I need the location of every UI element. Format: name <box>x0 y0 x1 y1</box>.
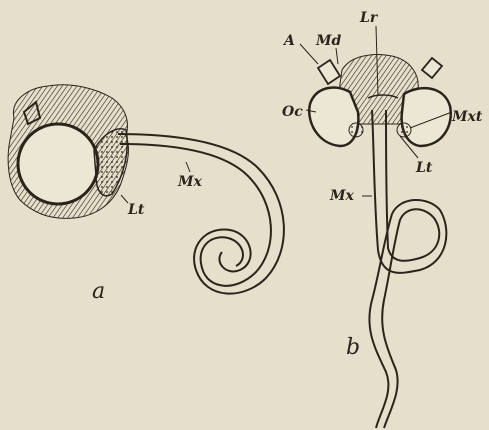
figure-b-palp-left <box>349 123 363 137</box>
figure-b-label-lt: Lt <box>415 160 433 176</box>
figure-b-drawing <box>300 26 452 428</box>
figure-a-eye <box>18 124 98 204</box>
figure-b-letter: b <box>346 335 360 360</box>
figure-a-drawing <box>8 85 284 294</box>
figure-a-lt-leader <box>121 195 128 203</box>
figure-b-proboscis-left <box>369 110 446 428</box>
figure-a-mx-leader <box>186 162 190 172</box>
figure-a-letter: a <box>92 279 105 304</box>
figure-b-antenna-right <box>422 58 442 78</box>
figure-b-label-a: A <box>282 33 295 49</box>
figure-b-antenna-left <box>318 60 340 84</box>
figure-b-eye-right <box>402 88 451 146</box>
figure-b-label-mxt: Mxt <box>451 109 483 125</box>
figure-b-label-mx: Mx <box>329 188 354 204</box>
figure-a-label-lt: Lt <box>127 202 145 218</box>
figure-a-label-mx: Mx <box>177 174 202 190</box>
figure-b-label-md: Md <box>315 33 341 49</box>
figure-b-md-leader <box>336 48 338 64</box>
figure-b-proboscis-right <box>382 110 439 428</box>
figure-b-palp-right <box>397 123 411 137</box>
figure-b-label-lr: Lr <box>359 10 379 26</box>
figure-b-label-oc: Oc <box>282 104 303 120</box>
figure-b-eye-left <box>309 88 358 146</box>
